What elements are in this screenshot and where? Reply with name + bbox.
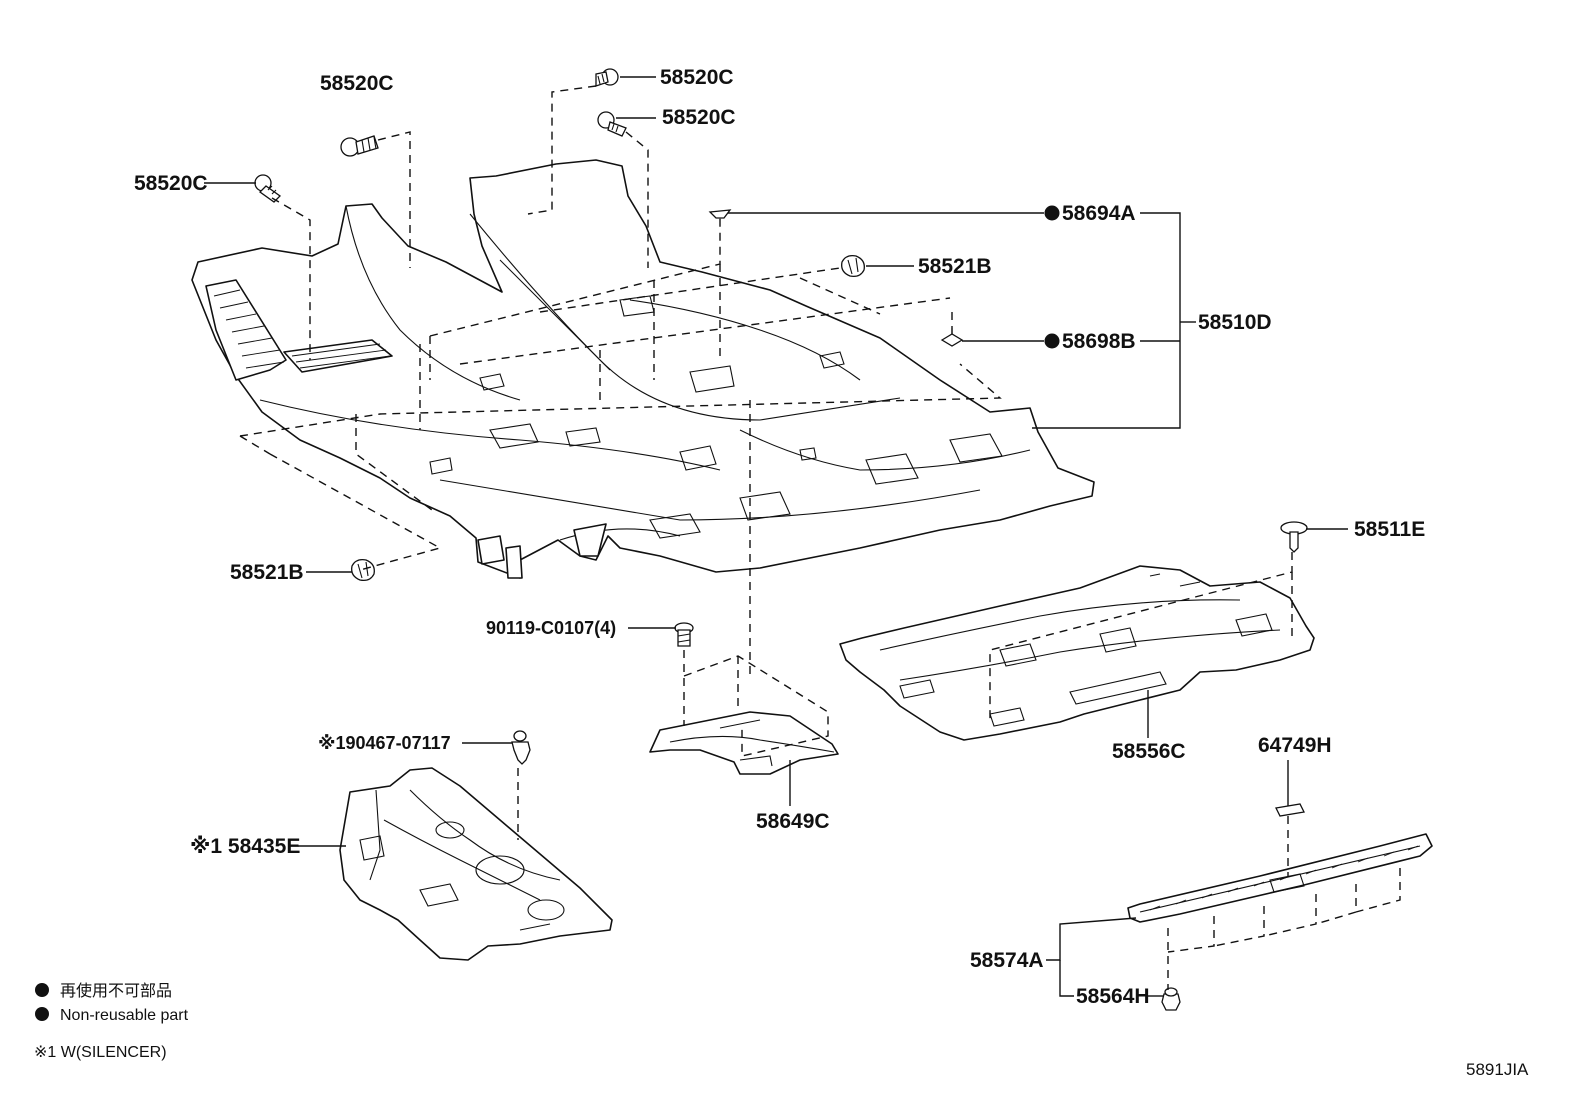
rear-silencer-drawing <box>839 565 1315 741</box>
scuff-plate-drawing <box>1127 833 1433 923</box>
front-silencer-drawing <box>339 767 613 961</box>
clip-left-lower-part <box>351 558 375 582</box>
legend-dot-ja <box>35 983 49 997</box>
diagram-reference-code: 5891JIA <box>1466 1060 1529 1079</box>
part-label-58435e: ※1 58435E <box>190 835 300 858</box>
legend-dot-en <box>35 1007 49 1021</box>
floor-carpet-drawing <box>191 159 1095 579</box>
assembly-dashed-lines <box>239 85 1401 990</box>
clip-center-part <box>597 111 627 137</box>
legend-silencer-note: ※1 W(SILENCER) <box>34 1044 167 1061</box>
part-label-58520c-center: 58520C <box>662 106 736 129</box>
bolt-center-part <box>674 622 694 647</box>
legend-non-reusable-ja: 再使用不可部品 <box>60 982 172 1000</box>
floor-panel-drawing <box>649 711 839 775</box>
part-label-58520c-top-center: 58520C <box>660 66 734 89</box>
leader-lines <box>204 76 1348 997</box>
non-reusable-mark <box>1044 205 1060 221</box>
part-label-58698b: 58698B <box>1062 330 1136 353</box>
clip-left-part <box>254 174 282 203</box>
part-label-90467-07117: ※190467-07117 <box>318 733 451 753</box>
clip-top-center-part <box>595 68 619 87</box>
fastener-right-part <box>1275 803 1305 817</box>
part-label-90119-c0107: 90119-C0107(4) <box>486 618 616 638</box>
part-label-58510d: 58510D <box>1198 311 1272 334</box>
part-label-58694a: 58694A <box>1062 202 1136 225</box>
hook-upper-part <box>708 209 732 219</box>
part-label-64749h: 64749H <box>1258 734 1332 757</box>
part-label-58511e: 58511E <box>1354 518 1425 541</box>
part-label-58520c-left: 58520C <box>134 172 208 195</box>
clip-silencer-part <box>511 730 531 765</box>
part-label-58649c: 58649C <box>756 810 830 833</box>
part-label-58521b-lower: 58521B <box>230 561 304 584</box>
part-label-58564h: 58564H <box>1076 985 1150 1008</box>
part-label-58574a: 58574A <box>970 949 1044 972</box>
part-label-58556c: 58556C <box>1112 740 1186 763</box>
legend: 再使用不可部品 Non-reusable part ※1 W(SILENCER) <box>34 982 189 1061</box>
pin-right-part <box>1280 521 1308 553</box>
legend-non-reusable-en: Non-reusable part <box>60 1007 189 1024</box>
clip-top-left-part <box>340 135 379 157</box>
clip-scuff-part <box>1161 987 1181 1011</box>
part-label-58521b-upper: 58521B <box>918 255 992 278</box>
non-reusable-mark <box>1044 333 1060 349</box>
clip-right-upper-part <box>841 254 865 278</box>
part-label-58520c-top-left: 58520C <box>320 72 394 95</box>
